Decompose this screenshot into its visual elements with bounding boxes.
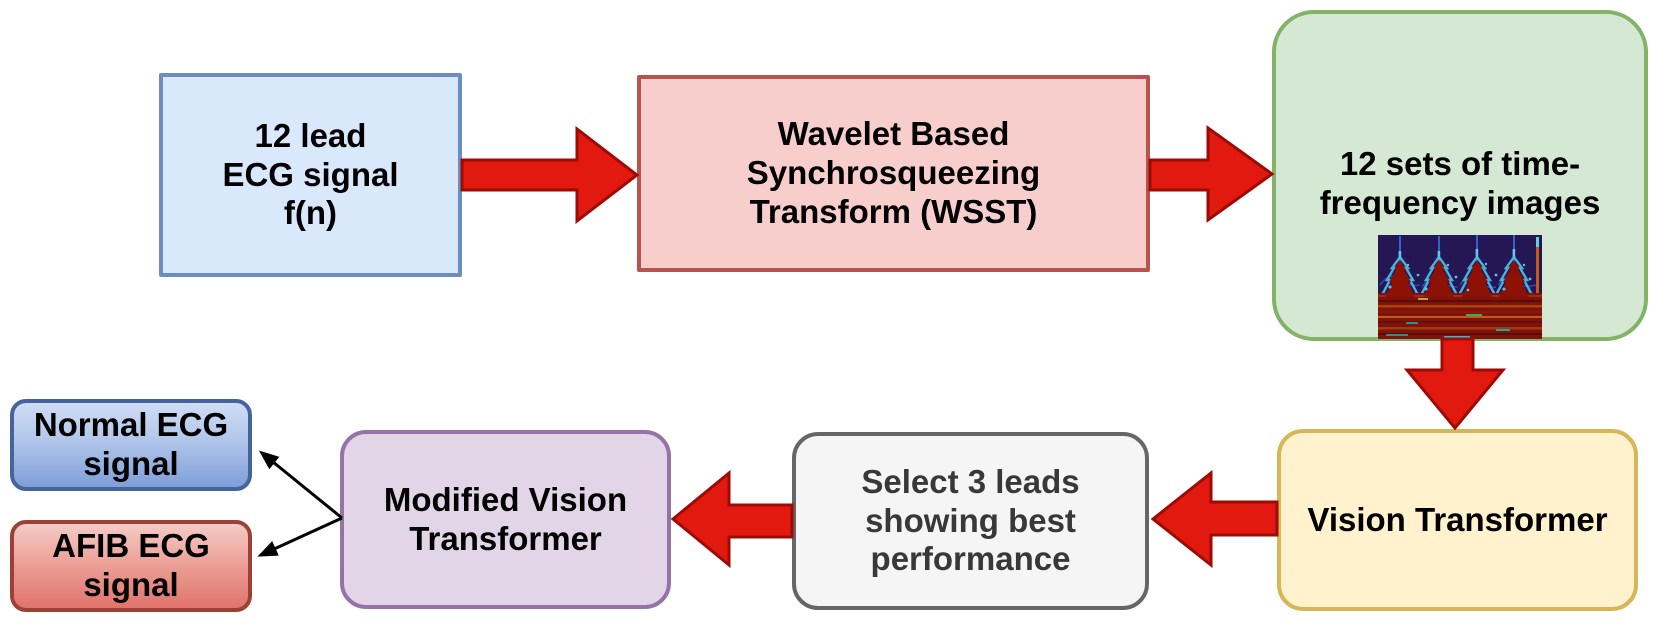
node-select-line3: performance (870, 540, 1071, 578)
node-normal-line2: signal (83, 445, 179, 482)
node-afib-ecg-output: AFIB ECG signal (10, 520, 252, 612)
node-ecg-input-line1: 12 lead (254, 116, 367, 154)
arrow-ecg-to-wsst-icon (460, 125, 640, 225)
arrow-wsst-to-tf-icon (1148, 125, 1275, 223)
node-normal-line1: Normal ECG (33, 406, 229, 444)
node-select-line2: showing best (865, 501, 1076, 539)
node-tf-line1: 12 sets of time- (1339, 145, 1581, 183)
arrow-select-to-mvit-icon (670, 469, 794, 569)
node-mvit-line1: Modified Vision (383, 480, 628, 518)
node-afib-line2: signal (83, 566, 179, 603)
node-ecg-input-line3: f(n) (283, 194, 338, 232)
node-vision-transformer: Vision Transformer (1277, 429, 1638, 611)
time-frequency-spectrogram-image (1378, 235, 1542, 339)
node-wsst-line1: Wavelet Based (777, 115, 1010, 153)
node-tf-line2: frequency images (1319, 184, 1601, 222)
node-ecg-input: 12 lead ECG signal f(n) (159, 73, 462, 277)
node-ecg-input-line2: ECG signal (222, 155, 399, 193)
node-wsst-line2: Synchrosqueezing (746, 154, 1041, 192)
node-wsst-line3: Transform (WSST) (749, 192, 1038, 230)
node-select-leads: Select 3 leads showing best performance (792, 432, 1149, 610)
connector-mvit-to-outputs-icon (257, 450, 343, 557)
arrow-tf-to-vit-icon (1403, 337, 1507, 431)
node-afib-line1: AFIB ECG (52, 527, 210, 565)
node-wsst: Wavelet Based Synchrosqueezing Transform… (637, 75, 1150, 272)
node-mvit-line2: Transformer (409, 519, 602, 557)
node-time-frequency-images: 12 sets of time- frequency images (1272, 10, 1648, 341)
node-normal-ecg-output: Normal ECG signal (10, 399, 252, 491)
node-modified-vision-transformer: Modified Vision Transformer (340, 430, 671, 609)
node-time-frequency-label: 12 sets of time- frequency images (1320, 145, 1601, 223)
node-select-line1: Select 3 leads (861, 462, 1080, 500)
arrow-vit-to-select-icon (1150, 469, 1279, 569)
node-vit-line1: Vision Transformer (1307, 500, 1608, 538)
